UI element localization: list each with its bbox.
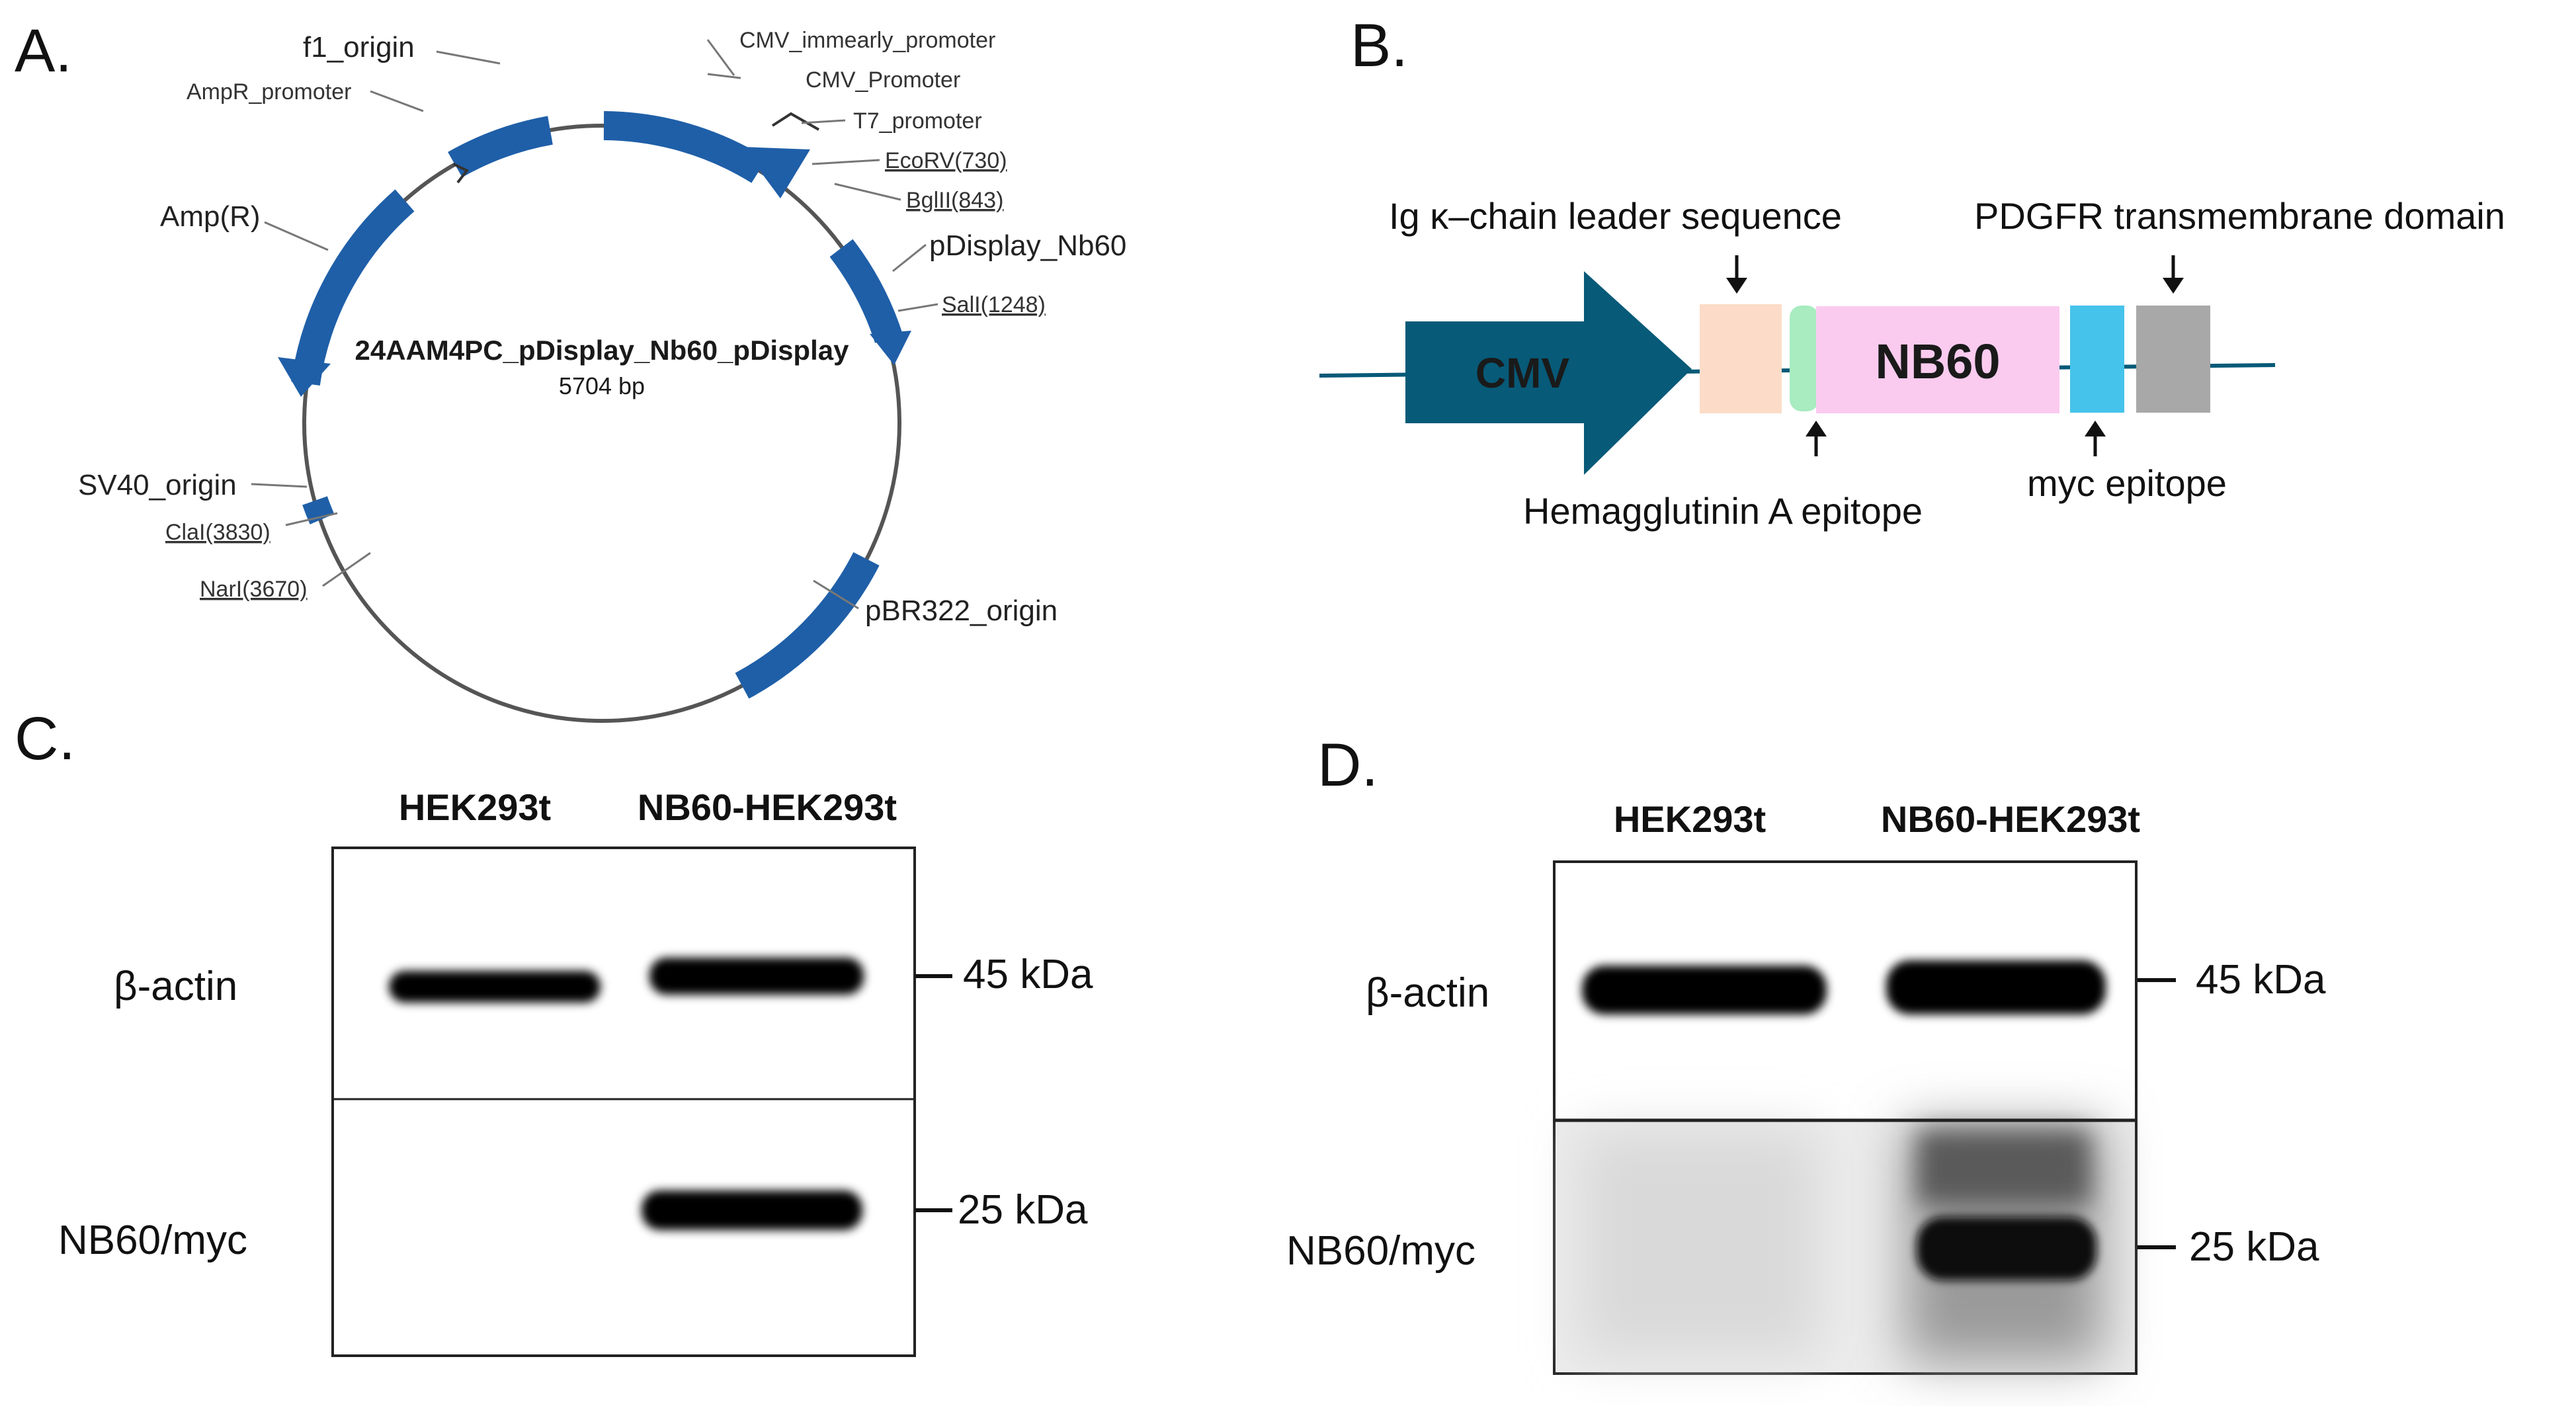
blot-c-marker-45: 45 kDa (963, 952, 1093, 997)
leader-lines (251, 39, 938, 610)
nb60-box (1816, 306, 2059, 413)
blot-c-marker-25: 25 kDa (958, 1187, 1088, 1233)
label-cmv-immearly: CMV_immearly_promoter (739, 28, 995, 53)
blot-d-lane-2: NB60-HEK293t (1881, 798, 2140, 840)
nb60-label: NB60 (1875, 334, 2000, 389)
leader-sali (897, 303, 938, 312)
ha-label: Hemagglutinin A epitope (1523, 490, 1923, 532)
leader-cmv-promoter (707, 73, 741, 79)
leader-cmv-immearly (706, 39, 735, 76)
leader-bglii (834, 183, 901, 201)
arrow-leader-head (1726, 278, 1747, 294)
arrowhead-cmv (742, 147, 810, 198)
leader-box (1700, 304, 1782, 413)
arrowhead-pdisplay (870, 331, 911, 365)
arc-f1-origin (448, 116, 554, 178)
leader-f1-origin (436, 50, 501, 65)
leader-pdisplay (892, 243, 927, 272)
panel-label-b: B. (1350, 12, 1408, 79)
leader-t7 (801, 119, 846, 124)
blot-c: HEK293t NB60-HEK293t β-actin NB60/myc 45… (58, 786, 1093, 1357)
feature-arcs (291, 111, 903, 699)
arrow-pdgfr-head (2163, 278, 2184, 294)
arrow-myc-head (2085, 421, 2106, 436)
arc-sv40-origin (302, 496, 335, 524)
leader-pbr322 (813, 579, 859, 610)
blot-c-band-actin-1 (389, 971, 601, 1003)
panel-label-c: C. (15, 705, 75, 772)
blot-c-frame (331, 847, 916, 1357)
blot-c-lane-2: NB60-HEK293t (638, 786, 897, 828)
label-cmv-promoter: CMV_Promoter (806, 67, 960, 93)
myc-label: myc epitope (2027, 462, 2227, 504)
label-pdisplay-nb60: pDisplay_Nb60 (929, 229, 1126, 262)
blot-c-band-nb60 (642, 1190, 862, 1230)
leader-clai (285, 512, 338, 526)
arc-amp-r (291, 189, 415, 386)
label-amp-r: Amp(R) (160, 200, 261, 233)
label-nari: NarI(3670) (200, 577, 308, 602)
arrow-ha-head (1806, 421, 1827, 436)
label-t7-promoter: T7_promoter (853, 108, 982, 134)
pdgfr-box (2136, 306, 2210, 413)
leader-sv40 (251, 483, 308, 488)
blot-d-marker-45: 45 kDa (2196, 957, 2326, 1003)
blot-d-lane-1: HEK293t (1614, 798, 1766, 840)
blot-d-band-actin-1 (1582, 966, 1827, 1014)
arc-cmv-promoter (603, 111, 767, 183)
label-clai: ClaI(3830) (165, 520, 270, 545)
construct-arrows (1726, 255, 2184, 456)
construct-diagram: CMV NB60 Ig κ–chain leader sequence PDGF… (1319, 195, 2505, 532)
label-bglii: BglII(843) (906, 188, 1003, 213)
blot-d-lower-lane2-smear (1918, 1131, 2090, 1204)
blot-d-row-actin: β-actin (1366, 970, 1489, 1016)
leader-label: Ig κ–chain leader sequence (1389, 195, 1842, 237)
blot-d-lower-lane1-haze (1581, 1131, 1819, 1356)
label-ampr-promoter: AmpR_promoter (187, 79, 351, 104)
blot-d-marker-25: 25 kDa (2189, 1224, 2319, 1270)
plasmid-map: f1_origin AmpR_promoter CMV_immearly_pro… (78, 28, 1126, 723)
label-sv40-origin: SV40_origin (78, 469, 237, 501)
blot-c-band-actin-2 (649, 958, 864, 995)
leader-amp-r (264, 221, 329, 251)
arrowhead-ampr (278, 357, 331, 397)
label-pbr322-origin: pBR322_origin (865, 595, 1058, 627)
cmv-label: CMV (1475, 349, 1570, 397)
blot-d: HEK293t NB60-HEK293t β-actin NB60/myc 45… (1286, 798, 2326, 1375)
leader-nari (322, 552, 371, 587)
ampr-promoter-glyph (453, 163, 470, 184)
cmv-arrow (1405, 271, 1692, 475)
blot-c-row-actin: β-actin (114, 964, 237, 1009)
plasmid-backbone-circle (302, 124, 901, 723)
arc-pdisplay-nb60 (829, 239, 903, 343)
label-ecorv: EcoRV(730) (885, 148, 1007, 173)
blot-d-band-actin-2 (1886, 960, 2106, 1014)
blot-d-row-nb60: NB60/myc (1286, 1228, 1475, 1274)
arc-pbr322-origin (735, 552, 880, 699)
plasmid-name: 24AAM4PC_pDisplay_Nb60_pDisplay (355, 335, 850, 366)
blot-d-band-nb60 (1917, 1217, 2097, 1280)
blot-c-lane-1: HEK293t (399, 786, 551, 828)
t7-promoter-glyph (771, 112, 819, 131)
ha-epitope-box (1790, 306, 1819, 411)
plasmid-size: 5704 bp (559, 372, 645, 399)
blot-c-row-nb60: NB60/myc (58, 1218, 247, 1263)
label-sali: SalI(1248) (942, 292, 1046, 317)
myc-epitope-box (2070, 306, 2124, 413)
leader-ecorv (811, 159, 880, 165)
leader-ampr-promoter (370, 90, 424, 112)
pdgfr-label: PDGFR transmembrane domain (1974, 195, 2505, 237)
panel-label-d: D. (1317, 731, 1378, 799)
panel-label-a: A. (15, 17, 72, 85)
label-f1-origin: f1_origin (303, 31, 415, 63)
